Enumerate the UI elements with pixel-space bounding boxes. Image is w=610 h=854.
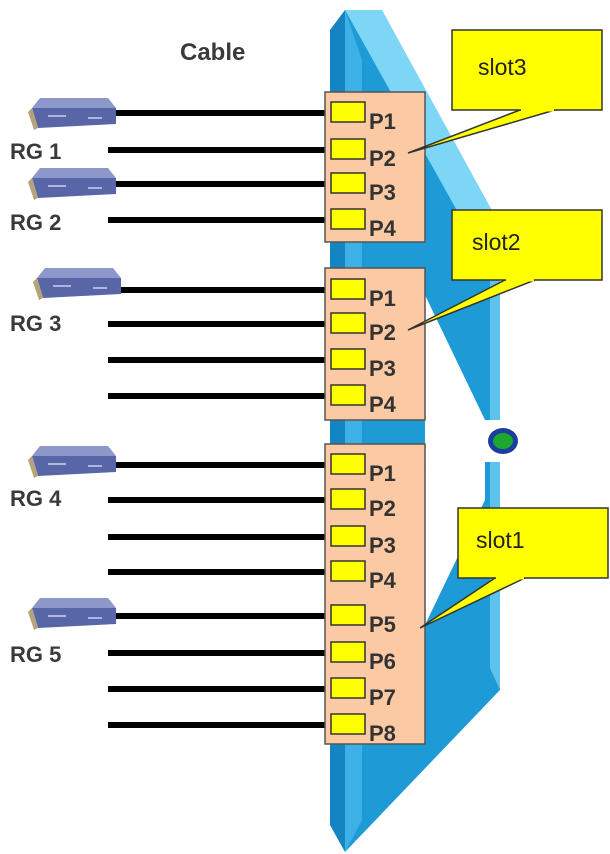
backplane-arrow	[425, 295, 485, 625]
port-label: P4	[369, 216, 397, 241]
device-label: RG 2	[10, 210, 61, 235]
port-label: P1	[369, 286, 396, 311]
port-label: P3	[369, 533, 396, 558]
cables	[108, 110, 331, 728]
device-label: RG 1	[10, 139, 61, 164]
port-p5[interactable]	[330, 604, 366, 626]
port-p3[interactable]	[330, 172, 366, 194]
port-label: P5	[369, 612, 396, 637]
callout-slot3: slot3	[407, 29, 603, 154]
port-p6[interactable]	[330, 641, 366, 663]
port-p2[interactable]	[330, 138, 366, 160]
port-p3[interactable]	[330, 348, 366, 370]
port-label: P2	[369, 496, 396, 521]
callout-label: slot2	[472, 229, 521, 255]
router-icon	[28, 98, 116, 130]
device-label: RG 3	[10, 311, 61, 336]
port-label: P4	[369, 568, 397, 593]
port-p2[interactable]	[330, 312, 366, 334]
port-label: P2	[369, 146, 396, 171]
port-p4[interactable]	[330, 384, 366, 406]
router-icon	[28, 446, 116, 478]
port-label: P3	[369, 180, 396, 205]
port-p7[interactable]	[330, 677, 366, 699]
port-p4[interactable]	[330, 208, 366, 230]
router-icon	[28, 598, 116, 630]
port-p8[interactable]	[330, 713, 366, 735]
callout-slot2: slot2	[407, 209, 603, 331]
devices: RG 1 RG 2 RG 3 RG 4 RG 5	[10, 98, 121, 667]
port-label: P4	[369, 392, 397, 417]
callout-slot1: slot1	[419, 507, 609, 629]
port-p4[interactable]	[330, 560, 366, 582]
port-p1[interactable]	[330, 101, 366, 123]
port-label: P2	[369, 320, 396, 345]
port-label: P6	[369, 649, 396, 674]
cable-title: Cable	[180, 39, 245, 66]
port-label: P8	[369, 721, 396, 746]
port-label: P7	[369, 685, 396, 710]
port-p1[interactable]	[330, 453, 366, 475]
device-label: RG 4	[10, 486, 62, 511]
router-icon	[33, 268, 121, 300]
port-p2[interactable]	[330, 488, 366, 510]
callouts: slot3 slot2 slot1	[407, 29, 609, 629]
port-label: P3	[369, 356, 396, 381]
callout-label: slot1	[476, 527, 525, 553]
device-label: RG 5	[10, 642, 61, 667]
port-p1[interactable]	[330, 278, 366, 300]
callout-label: slot3	[478, 54, 527, 80]
status-dot-icon	[484, 420, 520, 462]
port-label: P1	[369, 461, 396, 486]
port-label: P1	[369, 109, 396, 134]
router-icon	[28, 168, 116, 200]
port-p3[interactable]	[330, 525, 366, 547]
